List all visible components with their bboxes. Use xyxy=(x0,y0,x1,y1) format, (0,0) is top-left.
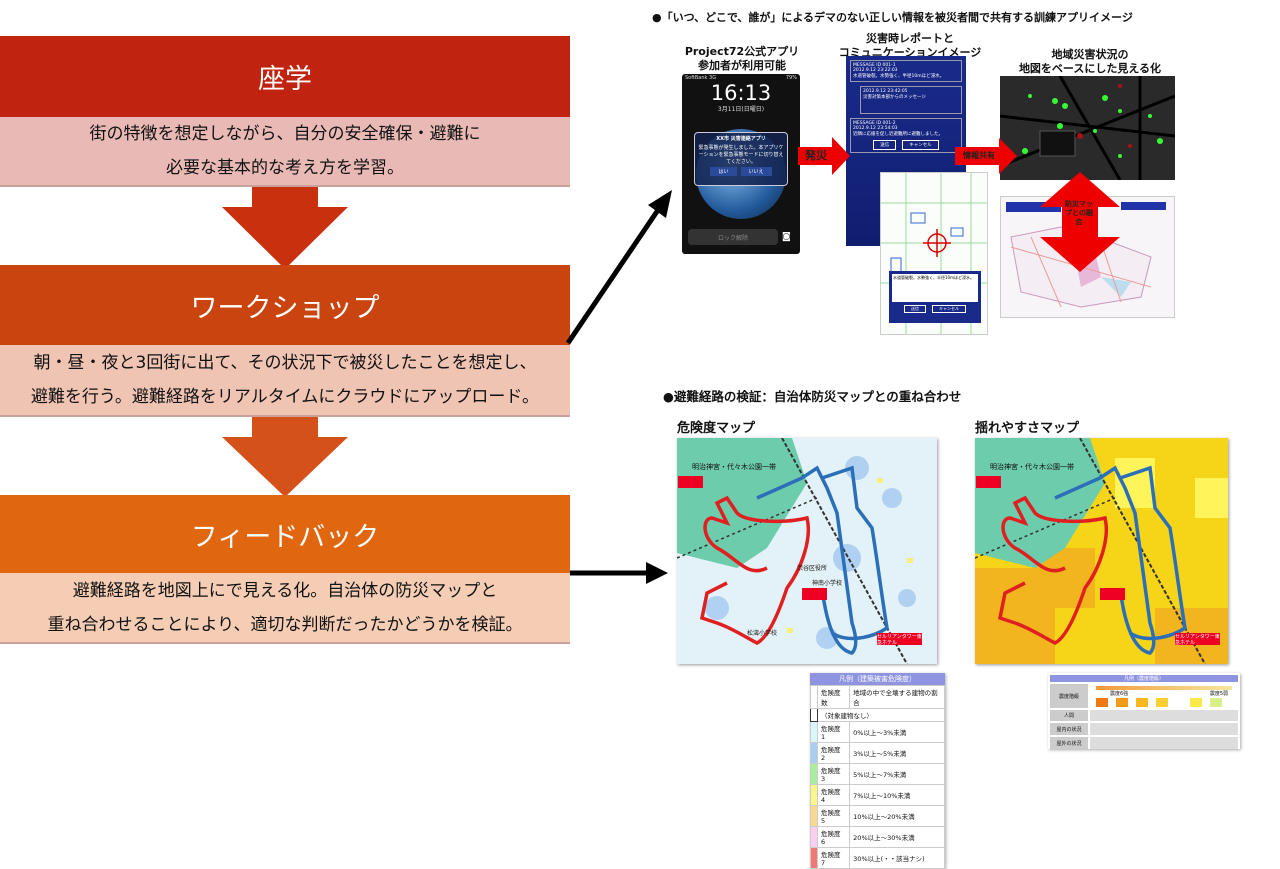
map-label: セルリアンタワー東急ホテル xyxy=(877,634,922,646)
legend-label: 危険度 1 xyxy=(816,721,851,743)
legend-range: 3%以上～5%未満 xyxy=(849,742,945,764)
arrow-info-share xyxy=(955,138,1017,174)
legend-swatch xyxy=(810,826,818,848)
step-text: 避難経路を地図上にで見える化。自治体の防災マップと xyxy=(72,580,498,601)
arrow-info-share-label: 情報共有 xyxy=(963,151,995,160)
step-title: ワークショップ xyxy=(190,292,380,324)
step-header-feedback: フィードバック xyxy=(0,495,570,573)
legend-range: 20%以上～30%未満 xyxy=(849,826,945,848)
legend-label: 危険度 2 xyxy=(816,742,851,764)
app-section-title: ●「いつ、どこで、誰が」によるデマのない正しい情報を被災者間で共有する訓練アプリ… xyxy=(652,11,1133,24)
step-text: 街の特徴を想定しながら、自分の安全確保・避難に xyxy=(89,124,481,144)
send-button[interactable]: 送信 xyxy=(904,305,926,313)
label-official-app: Project72公式アプリ参加者が利用可能 xyxy=(684,45,800,72)
legend-swatch xyxy=(810,763,818,785)
map-label: セルリアンタワー東急ホテル xyxy=(1175,634,1220,646)
arrow-map-fusion-label: 防災マップとの融合 xyxy=(1065,200,1093,226)
map-label: 松濤小学校 xyxy=(747,630,778,637)
step-body-workshop: 朝・昼・夜と3回街に出て、その状況下で被災したことを想定し、 避難を行う。避難経… xyxy=(0,345,570,417)
legend-range: 0%以上～3%未満 xyxy=(849,721,945,743)
legend-title: 凡例（建築被害危険度） xyxy=(810,673,945,685)
unlock-slider[interactable]: ロック解除 xyxy=(688,229,778,245)
legend-range: 7%以上～10%未満 xyxy=(849,784,945,806)
map-label: 明治神宮・代々木公園一帯 xyxy=(990,463,1074,471)
legend-label: 危険度 5 xyxy=(816,805,851,827)
step-header-lecture: 座学 xyxy=(0,36,570,117)
legend-range: 5%以上～7%未満 xyxy=(849,763,945,785)
shaking-legend: 凡例（震度階級） 震度階級 人間 屋内の状況 屋外の状況 震度6強 震度5弱 xyxy=(1048,673,1240,749)
legend-swatch xyxy=(810,805,818,827)
label-visualization: 地域災害状況の地図をベースにした見える化 xyxy=(1018,48,1162,75)
step-text: 朝・昼・夜と3回街に出て、その状況下で被災したことを想定し、 xyxy=(33,353,537,373)
arrow-disaster-label: 発災 xyxy=(805,149,827,162)
arrow-map-fusion xyxy=(1040,172,1120,272)
map-label: 神南小学校 xyxy=(812,580,843,587)
step-text: 必要な基本的な考え方を学習。 xyxy=(166,158,404,178)
map-label: 渋谷区役所 xyxy=(797,565,828,572)
legend-swatch xyxy=(810,721,818,743)
connector-arrows xyxy=(565,190,672,584)
step-title: 座学 xyxy=(258,64,312,95)
step-text: 避難を行う。避難経路をリアルタイムにクラウドにアップロード。 xyxy=(30,387,540,407)
message-input-dialog: 水道管破裂。水勢強く、半径10mほど浸水。 送信キャンセル xyxy=(889,271,981,323)
camera-icon: ◙ xyxy=(782,232,791,242)
no-button[interactable]: いいえ xyxy=(740,167,772,176)
legend-range: 30%以上(・・該当ナシ) xyxy=(849,847,945,869)
legend-swatch xyxy=(810,847,818,869)
arrow-disaster xyxy=(798,137,850,175)
phone-time: 16:13 xyxy=(710,81,772,105)
legend-label: 危険度 3 xyxy=(816,763,851,785)
phone-date: 3月11日(日曜日) xyxy=(717,106,765,113)
hazard-map: 明治神宮・代々木公園一帯 渋谷区役所 松濤小学校 神南小学校 セルリアンタワー東… xyxy=(677,438,937,664)
legend-label: 危険度 4 xyxy=(816,784,851,806)
message-input[interactable]: 水道管破裂。水勢強く、半径10mほど浸水。 xyxy=(892,274,978,302)
hazard-legend: 凡例（建築被害危険度） 危険度数地域の中で全壊する建物の割合 （対象建物なし） … xyxy=(810,673,945,869)
legend-swatch xyxy=(810,742,818,764)
step-text: 重ね合わせることにより、適切な判断だったかどうかを検証。 xyxy=(47,614,523,635)
legend-label: 危険度 6 xyxy=(816,826,851,848)
send-button[interactable]: 送信 xyxy=(873,140,897,150)
connector-arrow-up xyxy=(565,205,663,345)
legend-range: 10%以上～20%未満 xyxy=(849,805,945,827)
map-title-shaking: 揺れやすさマップ xyxy=(975,421,1080,436)
label-report: 災害時レポートとコミュニケーションイメージ xyxy=(838,32,982,59)
step-body-feedback: 避難経路を地図上にで見える化。自治体の防災マップと 重ね合わせることにより、適切… xyxy=(0,573,570,644)
map-title-hazard: 危険度マップ xyxy=(677,421,756,436)
location-map-screen: 水道管破裂。水勢強く、半径10mほど浸水。 送信キャンセル xyxy=(880,172,988,335)
shaking-map: 明治神宮・代々木公園一帯 セルリアンタワー東急ホテル xyxy=(975,438,1228,664)
disaster-status-map xyxy=(1000,76,1175,180)
cancel-button[interactable]: キャンセル xyxy=(902,140,939,150)
step-title: フィードバック xyxy=(190,521,380,553)
map-label: 明治神宮・代々木公園一帯 xyxy=(692,463,776,471)
step-header-workshop: ワークショップ xyxy=(0,265,570,345)
down-arrow-icon xyxy=(222,417,348,497)
alert-dialog: XX市 災害連絡アプリ 緊急事態が発生しました。本アプリケーションを緊急事態モー… xyxy=(694,132,788,186)
legend-swatch xyxy=(810,784,818,806)
yes-button[interactable]: はい xyxy=(710,167,737,176)
down-arrow-icon xyxy=(222,187,348,269)
legend-title: 凡例（震度階級） xyxy=(1050,675,1238,682)
step-body-lecture: 街の特徴を想定しながら、自分の安全確保・避難に 必要な基本的な考え方を学習。 xyxy=(0,117,570,187)
legend-label: 危険度 7 xyxy=(816,847,851,869)
cancel-button[interactable]: キャンセル xyxy=(932,305,966,313)
route-section-title: ●避難経路の検証：自治体防災マップとの重ね合わせ xyxy=(663,389,962,404)
